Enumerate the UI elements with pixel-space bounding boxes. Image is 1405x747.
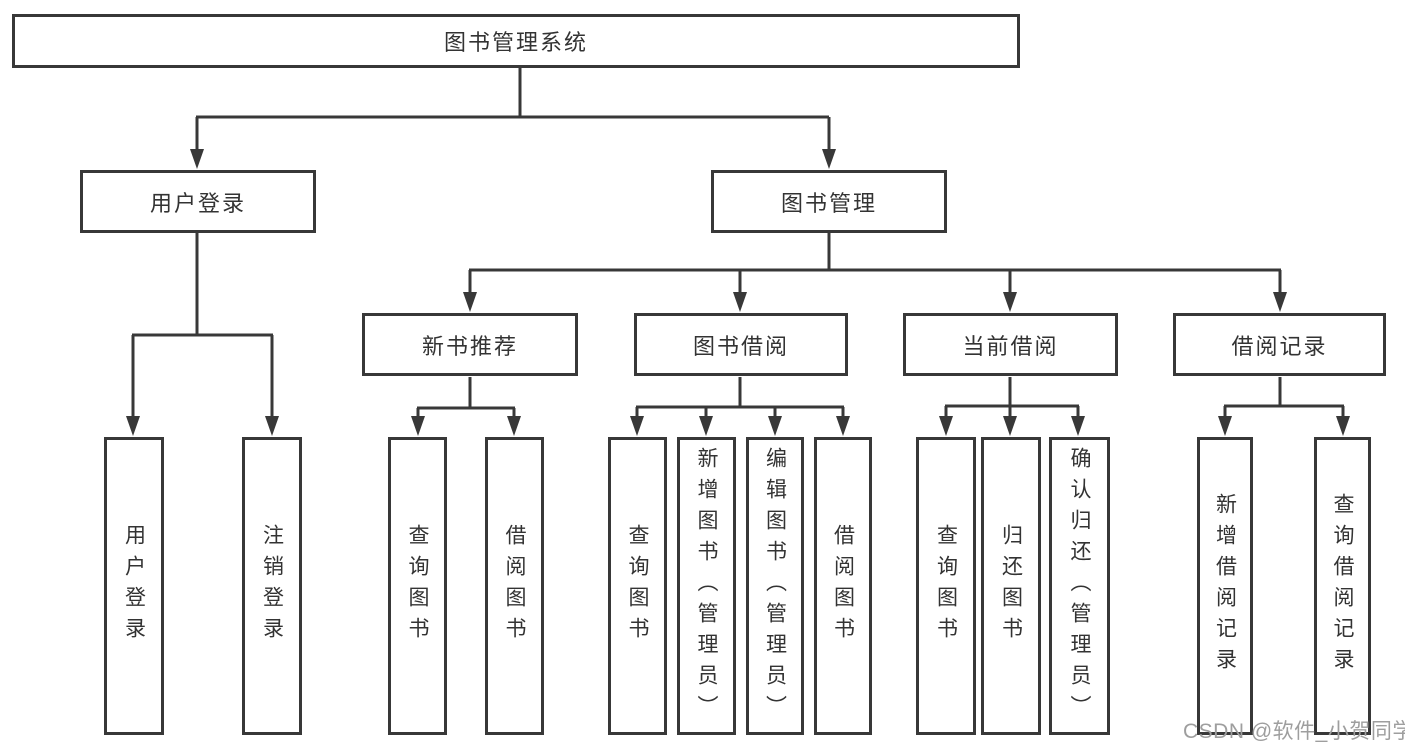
node-label: 确认归还（管理员） [1068,446,1091,726]
connector-borrow-records-to-leaves [1223,377,1345,418]
leaf-current-return-book: 归还图书 [981,437,1041,735]
node-label: 新增借阅记录 [1213,493,1237,679]
node-label: 查询借阅记录 [1331,493,1354,679]
node-label: 用户登录 [149,190,246,216]
arrowhead-icon [411,416,425,436]
arrowhead-icon [1003,292,1017,312]
arrowhead-icon [507,416,521,436]
connector-book-management-to-level3 [468,233,1282,294]
leaf-records-query-record: 查询借阅记录 [1314,437,1371,735]
node-current-borrow: 当前借阅 [903,313,1118,376]
leaf-current-query-book: 查询图书 [916,437,976,735]
arrowhead-icon [1218,416,1232,436]
node-label: 查询图书 [626,524,649,648]
node-label: 查询图书 [406,524,429,648]
node-label: 查询图书 [934,524,958,648]
connector-shafts [131,68,1345,418]
node-label: 借阅图书 [503,524,526,648]
arrowhead-icon [822,149,836,169]
node-book-management: 图书管理 [711,170,947,233]
node-new-book-recommend: 新书推荐 [362,313,578,376]
arrowhead-icon [836,416,850,436]
arrowhead-icon [1071,416,1085,436]
leaf-borrow-edit-book-admin: 编辑图书（管理员） [746,437,804,735]
leaf-borrow-query-book: 查询图书 [608,437,667,735]
node-label: 用户登录 [122,524,146,648]
csdn-watermark: CSDN @软件_小贺同学 [1183,720,1405,743]
arrowhead-icon [463,292,477,312]
arrowheads [126,149,1350,436]
leaf-newrec-borrow-book: 借阅图书 [485,437,544,735]
node-book-borrow: 图书借阅 [634,313,848,376]
node-label: 图书借阅 [692,333,789,359]
arrowhead-icon [1336,416,1350,436]
arrowhead-icon [699,416,713,436]
node-label: 新增图书（管理员） [695,446,718,726]
connector-new-book-recommend-to-leaves [416,377,516,418]
node-label: 编辑图书（管理员） [763,446,787,726]
node-label: 归还图书 [999,524,1023,648]
leaf-user-login: 用户登录 [104,437,164,735]
connector-book-borrow-to-leaves [635,377,845,418]
node-label: 借阅图书 [831,524,855,648]
leaf-logout-login: 注销登录 [242,437,302,735]
node-label: 图书管理 [780,190,877,216]
node-label: 注销登录 [260,524,284,648]
connector-user-login-to-leaves [131,233,274,418]
node-label: 当前借阅 [962,333,1059,359]
connector-root-to-level2 [195,68,831,151]
arrowhead-icon [190,149,204,169]
leaf-borrow-borrow-book: 借阅图书 [814,437,872,735]
connector-current-borrow-to-leaves [944,377,1080,418]
arrowhead-icon [1003,416,1017,436]
leaf-current-confirm-return-admin: 确认归还（管理员） [1049,437,1110,735]
node-root-library-system: 图书管理系统 [12,14,1020,68]
arrowhead-icon [733,292,747,312]
node-user-login: 用户登录 [80,170,316,233]
arrowhead-icon [126,416,140,436]
leaf-newrec-query-book: 查询图书 [388,437,447,735]
arrowhead-icon [1273,292,1287,312]
arrowhead-icon [768,416,782,436]
arrowhead-icon [265,416,279,436]
node-label: 新书推荐 [421,333,518,359]
node-borrow-records: 借阅记录 [1173,313,1386,376]
node-label: 图书管理系统 [443,30,588,55]
arrowhead-icon [630,416,644,436]
leaf-records-add-record: 新增借阅记录 [1197,437,1253,735]
leaf-borrow-add-book-admin: 新增图书（管理员） [677,437,736,735]
arrowhead-icon [939,416,953,436]
node-label: 借阅记录 [1231,333,1328,359]
